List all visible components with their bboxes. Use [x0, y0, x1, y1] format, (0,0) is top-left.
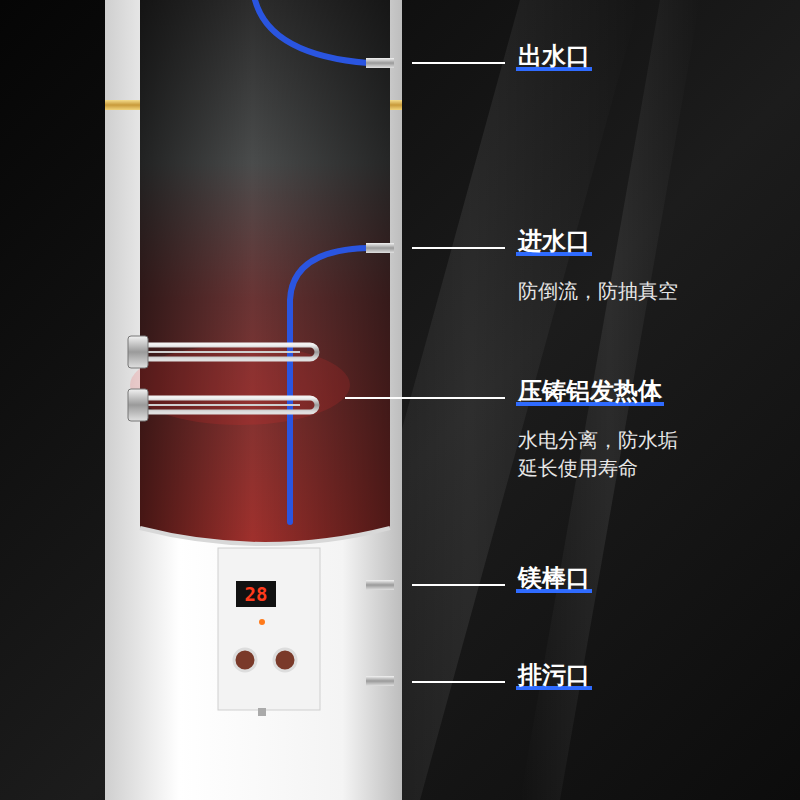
part-label: 出水口 — [516, 41, 592, 71]
part-label: 进水口 — [516, 226, 592, 256]
part-label: 压铸铝发热体 — [516, 376, 664, 406]
feature-note: 延长使用寿命 — [518, 455, 638, 481]
feature-note: 防倒流，防抽真空 — [518, 278, 678, 304]
display-reading: 28 — [238, 583, 274, 605]
part-label: 镁棒口 — [516, 563, 592, 593]
feature-note: 水电分离，防水垢 — [518, 427, 678, 453]
part-label: 排污口 — [516, 660, 592, 690]
